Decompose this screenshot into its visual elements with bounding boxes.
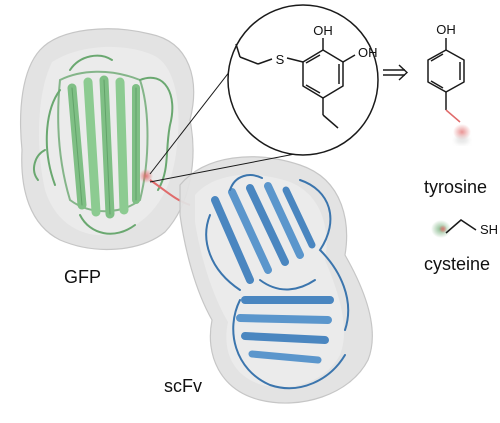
gfp-ribbon — [33, 54, 174, 235]
cysteine-structure — [445, 219, 477, 234]
tyrosine-structure — [427, 38, 465, 123]
crosslink-site-marker — [139, 169, 153, 183]
zoom-callout: OH OH S — [149, 4, 379, 183]
tyrosine-label: tyrosine — [424, 177, 487, 197]
scfv-ribbon — [205, 174, 350, 390]
scfv-label: scFv — [164, 376, 202, 396]
gfp-structure — [20, 28, 195, 250]
tyrosine-attachment-marker — [453, 124, 471, 140]
cysteine-label: cysteine — [424, 254, 490, 274]
scfv-structure — [179, 156, 373, 404]
hydroxyl-top-label: OH — [313, 23, 333, 38]
gfp-label: GFP — [64, 267, 101, 287]
sulfur-label: S — [276, 52, 285, 67]
tyrosine-hydroxyl-label: OH — [436, 22, 456, 37]
crosslinked-residue-structure — [235, 38, 356, 129]
double-bar-right-arrow-icon — [383, 64, 409, 81]
cysteine-thiol-label: SH — [480, 222, 498, 237]
hydroxyl-right-label: OH — [358, 45, 378, 60]
